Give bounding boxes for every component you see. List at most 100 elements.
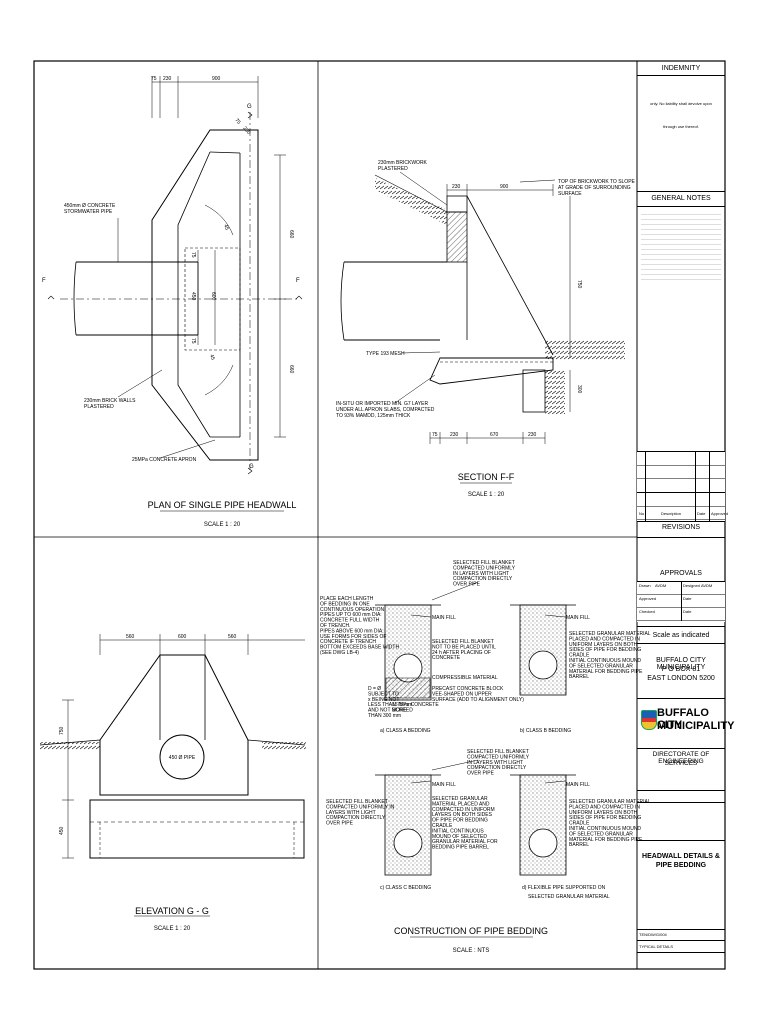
logo-text-1: BUFFALO CITY	[657, 707, 709, 731]
bedding-note-granular-d-line-4: SIDES OF PIPE FOR BEDDING	[569, 815, 641, 821]
directorate-1: DIRECTORATE OF ENGINEERING	[652, 751, 710, 765]
general-notes-heading: GENERAL NOTES	[651, 195, 711, 202]
muni-line-2: P O BOX 81	[661, 666, 701, 673]
bedding-note-place-line-8: USE FORMS FOR SIDES OF	[320, 634, 386, 640]
bedding-note-blanket-a2-line-3: 24 h AFTER PLACING OF	[432, 650, 491, 656]
approval-designed-value: AVDM	[701, 583, 713, 588]
bedding-note-granular-c-line-7: INITIAL CONTINUOUS	[432, 828, 484, 834]
elev-pipe-label: 450 Ø PIPE	[169, 755, 196, 761]
plan-label-pipe-2: STORMWATER PIPE	[64, 209, 113, 215]
plan-dim-mid-upper: 75	[190, 252, 196, 258]
bedding-note-blanket-d-line-3: IN LAYERS WITH LIGHT	[467, 760, 523, 766]
plan-label-walls-2: PLASTERED	[84, 404, 114, 410]
bedding-note-granular-d-line-5: CRADLE	[569, 821, 590, 827]
plan-label-walls-1: 230mm BRICK WALLS	[84, 398, 136, 404]
section-label-brick-1: 230mm BRICKWORK	[378, 160, 428, 166]
bedding-caption-d-1: d) FLEXIBLE PIPE SUPPORTED ON	[522, 885, 606, 891]
bedding-main-fill-d: MAIN FILL	[566, 782, 590, 788]
bedding-note-blanket-d-line-1: SELECTED FILL BLANKET	[467, 749, 529, 755]
elev-dim-top-2: 600	[178, 634, 187, 640]
indemnity-text-2: through use thereof.	[663, 124, 699, 129]
bedding-note-blanket-a2-line-1: SELECTED FILL BLANKET	[432, 639, 494, 645]
elev-dim-left-lower: 450	[59, 826, 65, 835]
approvals-heading: APPROVALS	[660, 570, 702, 577]
plan-section-mark-f-right: F	[296, 278, 300, 284]
plan-dim-right-upper: 660	[288, 230, 294, 239]
section-dim-right: 750	[576, 280, 582, 289]
bedding-note-blanket-c-line-1: SELECTED FILL BLANKET	[326, 799, 388, 805]
plan-view: 75 230 900 75 230 45 45 660 660 75 450 6…	[42, 76, 303, 528]
bedding-note-granular-b-line-9: BARREL	[569, 674, 589, 680]
bedding-note-granular-c-line-5: OF PIPE FOR BEDDING	[432, 818, 488, 824]
bedding-note-granular-b-line-5: CRADLE	[569, 653, 590, 659]
approval-checked-label: Checked	[639, 609, 655, 614]
bedding-note-blanket-c-line-5: OVER PIPE	[326, 821, 354, 827]
bedding-note-granular-c-line-1: SELECTED GRANULAR	[432, 796, 488, 802]
rev-col-no: No	[639, 511, 645, 516]
bedding-scale: SCALE : NTS	[453, 948, 490, 954]
bedding-note-blanket-a-line-5: OVER PIPE	[453, 582, 481, 588]
plan-dim-mid-right: 600	[210, 292, 216, 301]
plan-dim-top-3: 900	[212, 76, 221, 82]
bedding-note-granular-c-line-8: MOUND OF SELECTED	[432, 834, 487, 840]
bedding-note-blanket-d-line-5: OVER PIPE	[467, 771, 495, 777]
bedding-note-granular-c-line-10: BEDDING PIPE BARREL	[432, 845, 489, 851]
bedding-note-place-line-7: PIPES ABOVE 600 mm DIA:	[320, 628, 384, 634]
section-view: 230mm BRICKWORK PLASTERED TOP OF BRICKWO…	[336, 160, 636, 498]
elev-dim-top-3: 560	[228, 634, 237, 640]
approval-designed-label: Designed	[683, 583, 700, 588]
bedding-note-place-line-4: PIPES UP TO 600 mm DIA:	[320, 612, 382, 618]
plan-section-mark-g-top: G	[247, 104, 252, 110]
bedding-note-place-line-2: OF BEDDING IN ONE	[320, 601, 370, 607]
bedding-note-place-line-1: PLACE EACH LENGTH	[320, 596, 374, 602]
bedding-note-granular-c-line-2: MATERIAL PLACED AND	[432, 801, 490, 807]
plan-dim-mid-lower: 75	[190, 338, 196, 344]
bedding-note-granular-d-line-3: UNIFORM LAYERS ON BOTH	[569, 810, 638, 816]
scale-note: Scale as indicated	[652, 632, 710, 639]
bedding-note-granular-d-line-7: OF SELECTED GRANULAR	[569, 831, 633, 837]
drawing-number: TEN/DW/G/004	[639, 932, 667, 937]
bedding-note-granular-d-line-1: SELECTED GRANULAR MATERIAL	[569, 799, 651, 805]
section-dim-bottom-4: 230	[528, 432, 537, 438]
section-label-mesh: TYPE 193 MESH	[366, 351, 405, 357]
bedding-note-precast-line-3: SURFACE (ADD TO ALIGNMENT ONLY)	[432, 697, 524, 703]
approval-drawn-label: Drawn	[639, 583, 651, 588]
revisions-table	[637, 451, 725, 522]
bedding-title: CONSTRUCTION OF PIPE BEDDING	[394, 926, 548, 936]
plan-dim-mid-center: 450	[190, 292, 196, 301]
logo-text-2: MUNICIPALITY	[657, 720, 735, 732]
plan-title: PLAN OF SINGLE PIPE HEADWALL	[148, 500, 297, 510]
section-label-layer-3: TO 93% MAMDD, 125mm THICK	[336, 413, 411, 419]
plan-dim-right-lower: 660	[288, 365, 294, 374]
bedding-note-precast-line-2: VEE-SHAPED ON UPPER	[432, 691, 492, 697]
bedding-note-granular-d-line-6: INITIAL CONTINUOUS MOUND	[569, 826, 641, 832]
muni-line-1: BUFFALO CITY MUNICIPALITY	[656, 657, 706, 671]
elev-dim-left-upper: 750	[59, 726, 65, 735]
municipality-logo	[641, 710, 657, 730]
approval-date-label-1: Date	[683, 596, 692, 601]
bedding-note-screed-line-2: SCREED	[392, 707, 413, 713]
elevation-scale: SCALE 1 : 20	[154, 926, 191, 932]
section-scale: SCALE 1 : 20	[468, 492, 505, 498]
approval-approved-label: Approved	[639, 596, 657, 601]
bedding-note-blanket-a-line-1: SELECTED FILL BLANKET	[453, 560, 515, 566]
bedding-note-granular-c-line-6: CRADLE	[432, 823, 453, 829]
section-dim-top-1: 230	[452, 184, 461, 190]
bedding-note-blanket-c-line-3: LAYERS WITH LIGHT	[326, 810, 376, 816]
bedding-note-blanket-a2-line-2: NOT TO BE PLACED UNTIL	[432, 644, 496, 650]
bedding-note-blanket-a-line-4: COMPACTION DIRECTLY	[453, 576, 513, 582]
bedding-note-granular-b-line-2: PLACED AND COMPACTED IN	[569, 636, 640, 642]
section-label-top-2: AT GRADE OF SURROUNDING	[558, 185, 631, 191]
approval-date-label-2: Date	[683, 609, 692, 614]
bedding-note-screed-line-1: 15 MPa CONCRETE	[392, 702, 439, 708]
bedding-note-granular-b-line-1: SELECTED GRANULAR MATERIAL	[569, 631, 651, 637]
plan-dim-diag: 75	[233, 117, 241, 125]
typical-details: TYPICAL DETAILS	[639, 944, 674, 949]
section-label-top-1: TOP OF BRICKWORK TO SLOPE	[558, 179, 636, 185]
bedding-note-granular-d-line-8: MATERIAL FOR BEDDING PIPE	[569, 837, 643, 843]
rev-col-desc: Description	[661, 511, 682, 516]
bedding-note-subject-line-1: D = Ø	[368, 686, 381, 692]
plan-label-pipe-1: 450mm Ø CONCRETE	[64, 203, 116, 209]
